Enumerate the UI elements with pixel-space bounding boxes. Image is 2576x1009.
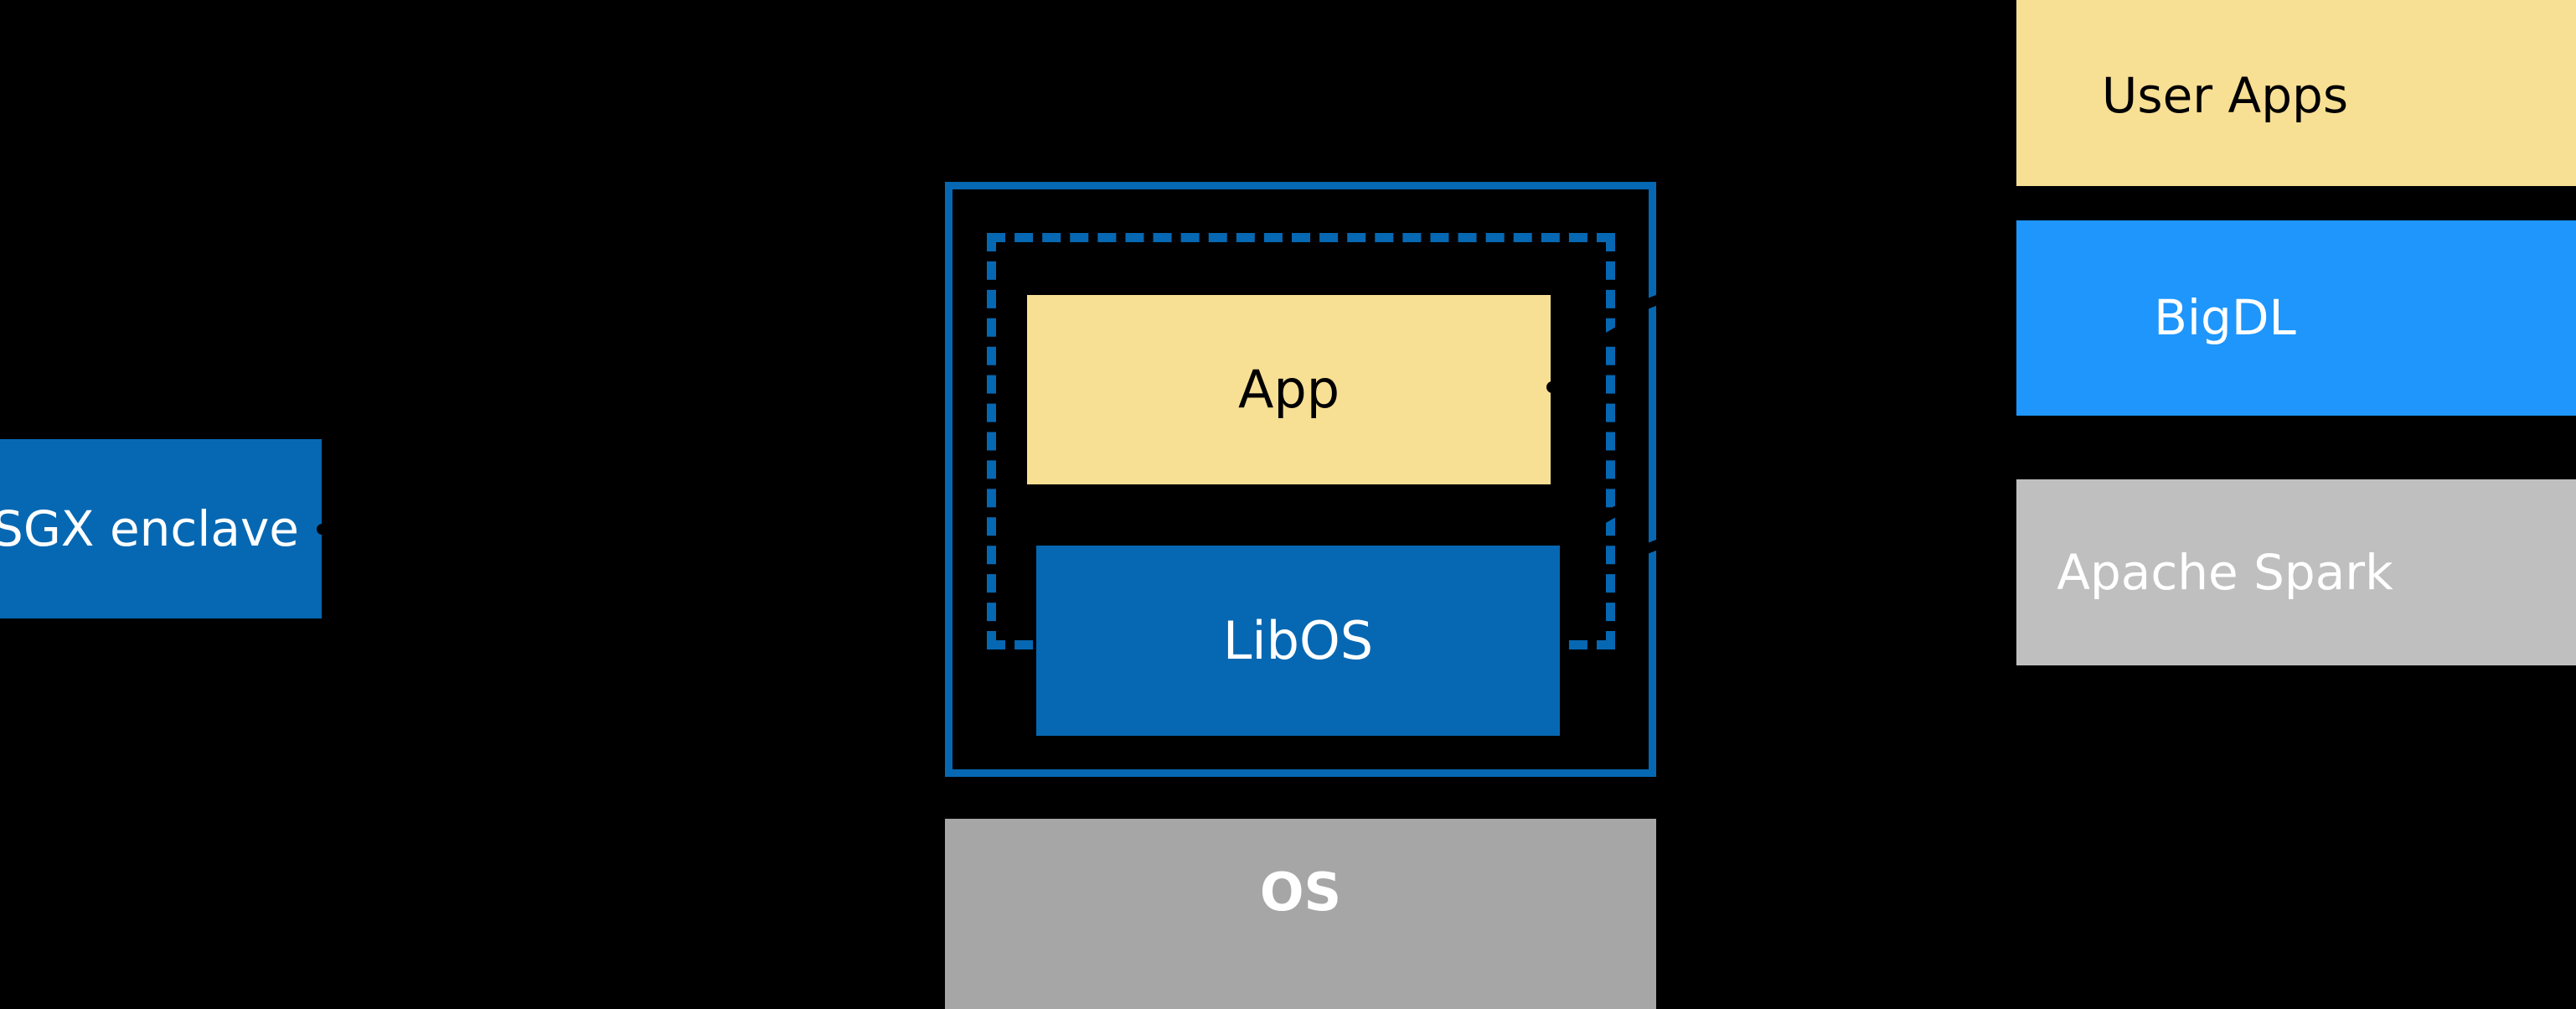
sgx-enclave-box: SGX enclave	[0, 439, 322, 618]
app-box: App	[1027, 295, 1551, 484]
app-label: App	[1237, 359, 1340, 421]
libos-box: LibOS	[1036, 546, 1560, 736]
sgx-enclave-label: SGX enclave	[0, 499, 299, 557]
apache-spark-label: Apache Spark	[2057, 543, 2393, 601]
libos-label: LibOS	[1222, 609, 1374, 671]
user-apps-label: User Apps	[2101, 66, 2349, 124]
enclave-outer-boundary	[945, 182, 1656, 777]
apache-spark-box: Apache Spark	[2016, 479, 2576, 665]
user-apps-box: User Apps	[2016, 0, 2576, 186]
sgx-connector-dot-icon	[317, 524, 328, 535]
app-connector-dot-icon	[1546, 381, 1558, 393]
bigdl-box: BigDL	[2016, 220, 2576, 416]
os-box: OS	[945, 819, 1656, 1009]
os-label: OS	[1259, 862, 1342, 924]
bigdl-label: BigDL	[2154, 289, 2296, 347]
